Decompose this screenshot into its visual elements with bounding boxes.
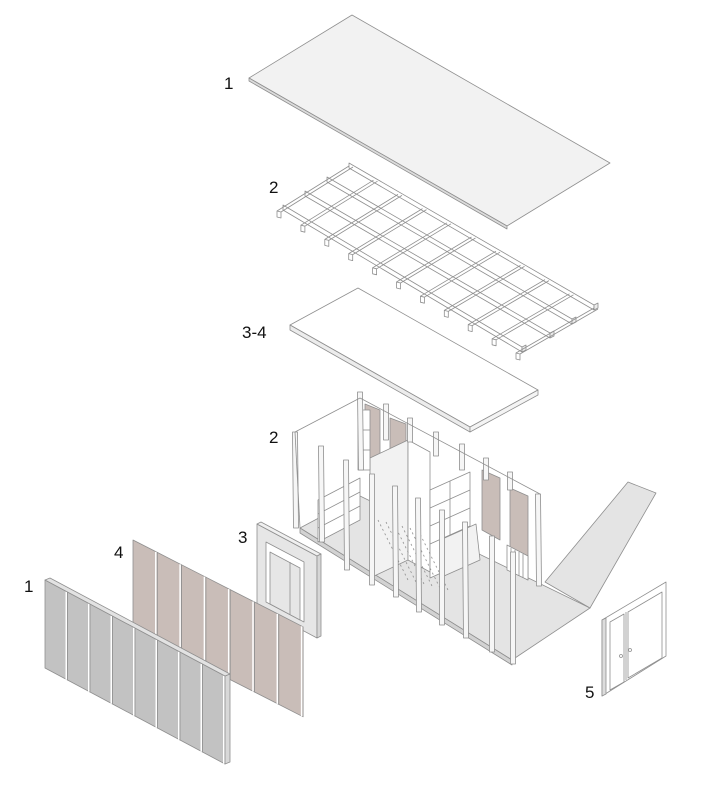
roof-joist-edge [471, 280, 550, 326]
structural-posts [292, 391, 542, 665]
post [357, 391, 364, 471]
roof-joist [515, 307, 595, 354]
roof-joist-hanger [300, 224, 306, 233]
floor-grid-line [377, 519, 409, 581]
roof-joist [348, 208, 423, 254]
post [383, 403, 389, 441]
roof-joist-edge [519, 308, 599, 355]
post [433, 431, 439, 457]
roof-joist [300, 179, 374, 226]
roof-joist-edge [280, 166, 354, 213]
roof-joist [467, 279, 546, 325]
post [407, 417, 413, 443]
interior-finish-panels [132, 539, 304, 718]
roof-joist-edge [400, 237, 476, 284]
label-structure: 2 [269, 428, 279, 447]
roof-joist-hanger [396, 281, 401, 290]
label-roof-frame: 2 [269, 178, 279, 197]
cladding-panel [157, 639, 181, 741]
roof-joist-hanger [491, 338, 497, 347]
post [489, 535, 495, 653]
roof-frame [276, 162, 599, 361]
entrance-ramp [544, 481, 657, 609]
post [343, 459, 350, 571]
cladding-panel [202, 663, 226, 765]
label-interior-wall: 3 [238, 528, 248, 547]
post [369, 473, 375, 586]
cladding-panel [89, 603, 113, 705]
finish-panel [254, 601, 280, 705]
roof-joist-hanger [419, 295, 425, 304]
label-door: 5 [585, 683, 595, 702]
interior-wall-panel [256, 521, 322, 639]
finish-panel [229, 589, 255, 693]
ceiling-panel [289, 287, 539, 433]
post [462, 521, 469, 639]
label-cladding: 1 [24, 577, 34, 596]
finish-panel [278, 614, 304, 718]
roof-joist-edge [328, 195, 403, 241]
roof-joist-edge [376, 223, 452, 270]
label-finish-panels: 4 [114, 543, 124, 562]
post [459, 443, 465, 471]
exterior-cladding-panels [44, 577, 231, 765]
entrance-door [601, 581, 667, 697]
floor-grid-line [385, 521, 417, 583]
post [439, 509, 445, 626]
roof-joist-hanger [372, 267, 378, 276]
post [507, 471, 513, 491]
roof-joist [324, 194, 399, 240]
cladding-top-edge [44, 577, 231, 677]
label-roof-panel: 1 [224, 74, 234, 93]
roof-joist [372, 222, 448, 269]
post [415, 497, 422, 613]
post [483, 457, 489, 481]
roof-joist-edge [424, 251, 501, 298]
post [510, 551, 516, 665]
roof-joist [444, 265, 521, 311]
roof-joist [396, 236, 472, 283]
cladding-panel [67, 591, 91, 693]
post [318, 445, 325, 543]
cladding-end-cap [224, 673, 231, 765]
roof-joist-hanger [515, 352, 521, 361]
roof-joist-hanger [324, 238, 330, 247]
label-ceiling-panel: 3-4 [242, 323, 267, 342]
roof-joist-hanger [443, 309, 449, 318]
roof-joist [491, 293, 570, 340]
roof-joist [276, 165, 350, 212]
cladding-panel [134, 627, 158, 729]
roof-joist-edge [448, 266, 525, 312]
cladding-panel [44, 579, 68, 681]
roof-panel [248, 14, 611, 230]
roof-joist-edge [352, 209, 427, 255]
post [392, 485, 399, 598]
module-structure [292, 391, 657, 666]
post [535, 493, 542, 587]
cladding-panel [112, 615, 136, 717]
floor-grid-line [401, 525, 433, 587]
floor-grid-line [409, 527, 441, 589]
cladding-panel [179, 651, 203, 753]
roof-joist [420, 250, 497, 297]
roof-joist-edge [495, 294, 574, 341]
roof-joist-hanger [276, 210, 282, 219]
roof-joist-hanger [467, 324, 473, 333]
roof-joist-edge [304, 180, 378, 227]
roof-joist-hanger [348, 253, 354, 262]
